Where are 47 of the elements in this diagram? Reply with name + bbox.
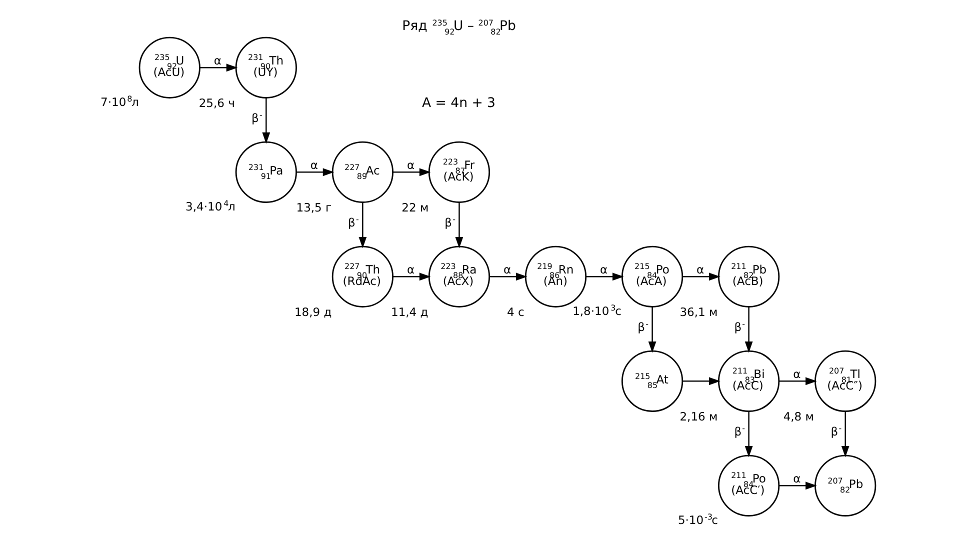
arrow [778, 482, 816, 490]
arrow [392, 272, 430, 281]
node-label: 22 м [401, 200, 428, 214]
node-label: 4,8 м [782, 409, 814, 424]
edge-label: α [696, 262, 704, 276]
edge-label: α [406, 262, 414, 276]
arrow [489, 272, 527, 281]
arrow [296, 168, 334, 176]
edge-label: α [213, 53, 221, 68]
edge-label: α [792, 366, 800, 381]
arrow [682, 272, 720, 281]
label: A = 4n + 3 [422, 96, 495, 112]
node-label: 11,4 д [390, 304, 428, 319]
arrow [778, 377, 816, 386]
arrow [392, 168, 430, 176]
arrow [682, 377, 720, 386]
arrow [648, 306, 656, 353]
edge-label: α [310, 158, 318, 172]
arrow [454, 202, 463, 248]
edge-label: β$^{-}$ [251, 110, 262, 126]
node-label: 25,6 ч [198, 96, 234, 110]
node-label: 13,5 г [296, 200, 332, 214]
edge-label: β$^{-}$ [734, 424, 745, 439]
arrow [744, 411, 752, 458]
node-label: 2,16 м [679, 409, 718, 424]
edge-label: β$^{-}$ [637, 320, 648, 334]
arrow [840, 411, 849, 458]
arrow [199, 64, 238, 72]
node-label: 4 с [506, 304, 524, 319]
arrow [586, 272, 624, 281]
edge-label: β$^{-}$ [348, 215, 358, 230]
edge-label: α [792, 471, 800, 486]
node-label: 7·10$^{8}$л [100, 94, 138, 110]
edge-label: β$^{-}$ [444, 215, 455, 230]
node-label: 3,4·10$^{4}$л [185, 199, 235, 214]
arrow [262, 98, 270, 144]
edge-label: α [503, 262, 511, 276]
arrow [358, 202, 366, 248]
edge-label: α [406, 158, 414, 172]
edge-label: β$^{-}$ [734, 320, 745, 334]
edge-label: α [600, 262, 608, 276]
edge-label: β$^{-}$ [830, 424, 842, 439]
node-label: 5·10$^{-3}$с [677, 512, 718, 528]
arrow [744, 306, 752, 353]
node-label: 18,9 д [294, 304, 332, 319]
label: Ряд $^{235}$$_{92}$U – $^{207}$$_{82}$Pb [402, 18, 516, 36]
node-label: 36,1 м [679, 304, 718, 319]
